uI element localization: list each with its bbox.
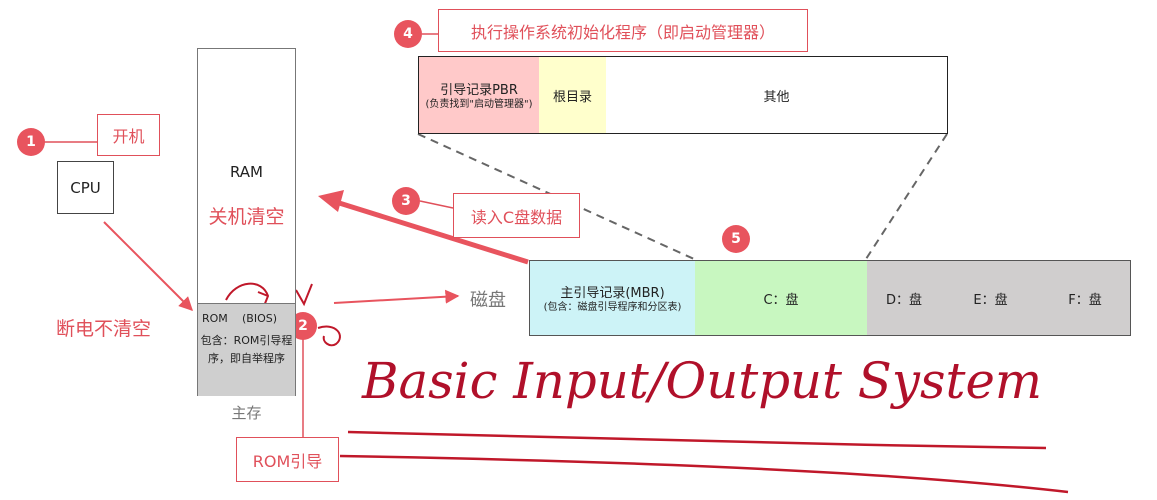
step-1-badge: 1	[17, 128, 45, 156]
main-memory: RAM 关机清空 ROM (BIOS) 包含：ROM引导程序，即自举程序	[197, 48, 296, 396]
main-memory-caption: 主存	[231, 404, 262, 422]
e-drive-segment: E：盘	[941, 261, 1041, 335]
cpu-box: CPU	[57, 161, 114, 214]
rom-to-disk-arrow	[333, 289, 460, 304]
partition-bar: 引导记录PBR (负责找到"启动管理器") 根目录 其他	[418, 56, 948, 134]
d-drive-segment: D：盘	[867, 261, 942, 335]
pbr-segment: 引导记录PBR (负责找到"启动管理器")	[419, 57, 540, 133]
underline-1	[347, 430, 1047, 450]
bios-chip-label: (BIOS)	[242, 312, 278, 325]
c-drive-segment: C：盘	[695, 261, 868, 335]
f-drive-segment: F：盘	[1040, 261, 1130, 335]
rom-bios-curl	[225, 282, 270, 307]
disk-bar: 主引导记录(MBR) (包含：磁盘引导程序和分区表) C：盘 D：盘 E：盘 F…	[529, 260, 1131, 336]
rom-description: 包含：ROM引导程序，即自举程序	[200, 334, 293, 365]
pbr-title: 引导记录PBR	[440, 83, 518, 98]
pbr-subtitle: (负责找到"启动管理器")	[425, 99, 533, 110]
step-4-label: 执行操作系统初始化程序（即启动管理器）	[438, 9, 808, 52]
rom-note: 断电不清空	[56, 318, 152, 340]
ram-label: RAM	[229, 163, 264, 181]
step-3-badge: 3	[392, 187, 420, 215]
disk-to-ram-arrowhead	[318, 190, 344, 212]
rom-chip-label: ROM	[202, 312, 228, 325]
step-3-label: 读入C盘数据	[453, 193, 580, 238]
step-5-badge: 5	[722, 225, 750, 253]
step3-connector	[419, 200, 454, 209]
step-2-label: ROM引导	[236, 437, 339, 482]
disk-label: 磁盘	[470, 290, 506, 311]
mbr-segment: 主引导记录(MBR) (包含：磁盘引导程序和分区表)	[530, 261, 696, 335]
cpu-label: CPU	[70, 178, 101, 197]
zoom-line-left	[417, 133, 695, 260]
disk-to-ram-arrow	[335, 199, 529, 265]
cpu-to-rom-arrow	[103, 221, 193, 311]
other-segment: 其他	[606, 57, 947, 133]
rom-area: ROM (BIOS) 包含：ROM引导程序，即自举程序	[198, 303, 295, 396]
ram-note: 关机清空	[208, 206, 285, 228]
mbr-title: 主引导记录(MBR)	[560, 286, 665, 301]
root-dir-segment: 根目录	[539, 57, 607, 133]
step-4-badge: 4	[394, 20, 422, 48]
mbr-subtitle: (包含：磁盘引导程序和分区表)	[543, 302, 682, 313]
step-1-label: 开机	[97, 114, 160, 156]
handwritten-bios-expansion: Basic Input/Output System	[361, 352, 1042, 410]
bios-pointer-curl	[317, 325, 341, 347]
underline-2	[339, 454, 1069, 494]
zoom-line-right	[865, 133, 948, 260]
red-check-mark	[295, 283, 313, 307]
